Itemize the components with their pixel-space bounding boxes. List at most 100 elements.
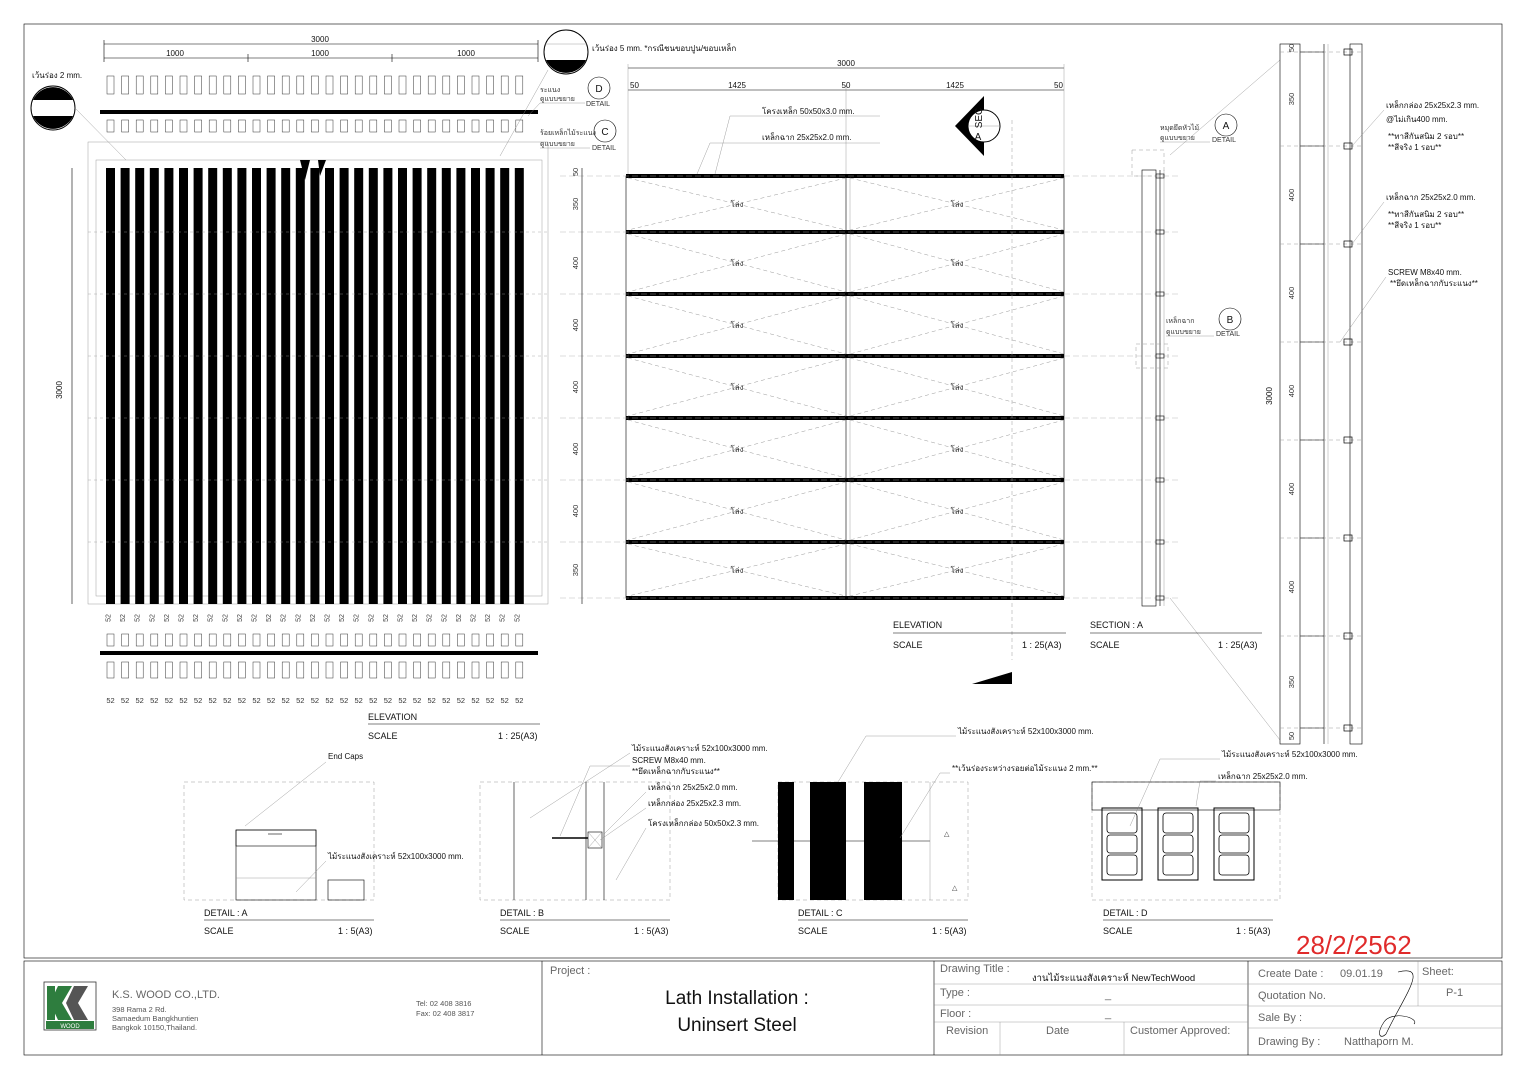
elev-left-dim-part-2: 1000 xyxy=(311,49,329,58)
note-gap-2mm: เว้นร่อง 2 mm. xyxy=(32,71,82,80)
lath-width-label: 52 xyxy=(121,696,129,705)
callout-b-circle xyxy=(1218,307,1242,331)
lath-end-cap-bottom xyxy=(208,661,217,679)
lath-width-label: 52 xyxy=(384,696,392,705)
elev-left-dim-total: 3000 xyxy=(311,35,329,44)
detail-b-note1: ไม้ระแนงสังเคราะห์ 52x100x3000 mm. xyxy=(631,743,768,753)
lath-end-cap-bottom xyxy=(208,633,217,647)
frame-vertical-dim: 400 xyxy=(571,257,580,270)
logo-sub: WOOD xyxy=(60,1024,80,1030)
void-label: โล่ง xyxy=(730,506,743,516)
lath-width-label: 52 xyxy=(457,696,465,705)
void-label: โล่ง xyxy=(730,320,743,330)
lath-end-cap-bottom xyxy=(267,633,275,647)
lath-bar xyxy=(237,168,247,604)
lath-width-label: 52 xyxy=(237,614,244,622)
lath-end-cap-bottom xyxy=(281,633,290,647)
floor-label: Floor : xyxy=(940,1008,971,1020)
lath-end-cap-top xyxy=(457,119,465,133)
lath-width-label: 52 xyxy=(209,696,217,705)
lath-end-cap-bottom xyxy=(311,633,319,647)
elev-left-dim-height: 3000 xyxy=(55,381,64,399)
elev-left-title: ELEVATION xyxy=(368,712,417,722)
lath-bar xyxy=(135,168,145,604)
lath-end-cap-top xyxy=(281,119,290,133)
lath-width-label: 52 xyxy=(164,614,171,622)
void-label: โล่ง xyxy=(730,199,743,209)
lath-end-cap-top xyxy=(311,119,319,133)
lath-bar xyxy=(471,168,480,604)
lath-end-cap-bottom xyxy=(165,633,173,647)
title-block-border xyxy=(23,960,1503,1056)
lath-bar xyxy=(514,168,524,604)
lath-end-cap-bottom xyxy=(384,661,392,679)
frame-vertical-dim: 400 xyxy=(571,505,580,518)
lath-bar xyxy=(106,168,115,604)
lath-end-cap-top xyxy=(515,75,524,95)
lath-end-cap-bottom xyxy=(354,633,363,647)
lath-end-cap-bottom xyxy=(486,661,494,679)
lath-end-cap-bottom xyxy=(427,633,436,647)
revision-label: Revision xyxy=(946,1025,988,1037)
lath-profile xyxy=(1157,807,1199,881)
lath-end-cap-top xyxy=(398,75,407,95)
lath-end-cap-top xyxy=(150,119,159,133)
company-fax: Fax: 02 408 3817 xyxy=(416,1009,474,1018)
callout-b-note1: เหล็กฉาก xyxy=(1166,316,1194,325)
drawing-by-label: Drawing By : xyxy=(1258,1036,1320,1048)
lath-end-cap-top xyxy=(208,119,217,133)
lath-end-cap-bottom xyxy=(194,633,202,647)
callout-d-circle xyxy=(587,76,611,100)
void-label: โล่ง xyxy=(950,506,963,516)
lath-end-cap-bottom xyxy=(457,661,465,679)
elev-mid-dim-50-right: 50 xyxy=(1054,81,1063,90)
lath-width-label: 52 xyxy=(368,614,375,622)
frame-vertical-dim: 400 xyxy=(571,443,580,456)
lath-end-cap-top xyxy=(238,75,246,95)
company-address2: Samaedum Bangkhuntien xyxy=(112,1014,198,1023)
lath-width-label: 52 xyxy=(136,696,144,705)
lath-width-label: 52 xyxy=(266,614,273,622)
lath-width-label: 52 xyxy=(150,696,158,705)
lath-width-label: 52 xyxy=(179,614,186,622)
section-a-title: SECTION : A xyxy=(1090,620,1143,630)
callout-b-letter: B xyxy=(1227,315,1234,326)
detail-a-note-lath: ไม้ระแนงสังเคราะห์ 52x100x3000 mm. xyxy=(327,851,464,861)
lath-end-cap-top xyxy=(194,75,202,95)
lath-end-cap-bottom xyxy=(179,633,188,647)
note1-c: **ทาสีกันสนิม 2 รอบ** xyxy=(1388,132,1464,141)
section-a-view: A DETAIL หมุดยึดหัวไม้ ดูแบบขยาย B DETAI… xyxy=(1090,59,1281,741)
lath-width-label: 52 xyxy=(223,696,231,705)
detail-b-title: DETAIL : B xyxy=(500,908,544,918)
lath-width-label: 52 xyxy=(267,696,275,705)
lath-width-label: 52 xyxy=(441,614,448,622)
lath-width-label: 52 xyxy=(120,614,127,622)
lath-top-end-caps xyxy=(106,75,524,133)
detail-b-note6: โครงเหล็กกล่อง 50x50x2.3 mm. xyxy=(648,818,759,828)
lath-end-cap-bottom xyxy=(267,661,275,679)
lath-width-label: 52 xyxy=(135,614,142,622)
lath-width-label: 52 xyxy=(106,696,114,705)
void-label: โล่ง xyxy=(730,258,743,268)
callout-a-note1: หมุดยึดหัวไม้ xyxy=(1160,123,1199,132)
lath-width-label: 52 xyxy=(325,614,332,622)
lath-end-cap-top xyxy=(384,119,392,133)
callout-d-detail: DETAIL xyxy=(586,101,610,108)
lath-end-cap-bottom xyxy=(179,661,188,679)
lath-width-label: 52 xyxy=(238,696,246,705)
lath-end-cap-top xyxy=(106,75,115,95)
void-label: โล่ง xyxy=(730,382,743,392)
lath-end-cap-top xyxy=(150,75,159,95)
detail-b-note5: เหล็กกล่อง 25x25x2.3 mm. xyxy=(648,798,741,808)
elev-left-dim-part-1: 1000 xyxy=(166,49,184,58)
lath-end-cap-top xyxy=(325,119,334,133)
lath-end-cap-bottom xyxy=(413,633,421,647)
lath-end-cap-top xyxy=(340,75,348,95)
void-label: โล่ง xyxy=(950,199,963,209)
void-label: โล่ง xyxy=(950,258,963,268)
callout-d-note2: ดูแบบขยาย xyxy=(540,96,575,103)
lath-end-cap-bottom xyxy=(442,661,451,679)
frame-vertical-dim: 350 xyxy=(571,198,580,211)
void-label: โล่ง xyxy=(950,444,963,454)
